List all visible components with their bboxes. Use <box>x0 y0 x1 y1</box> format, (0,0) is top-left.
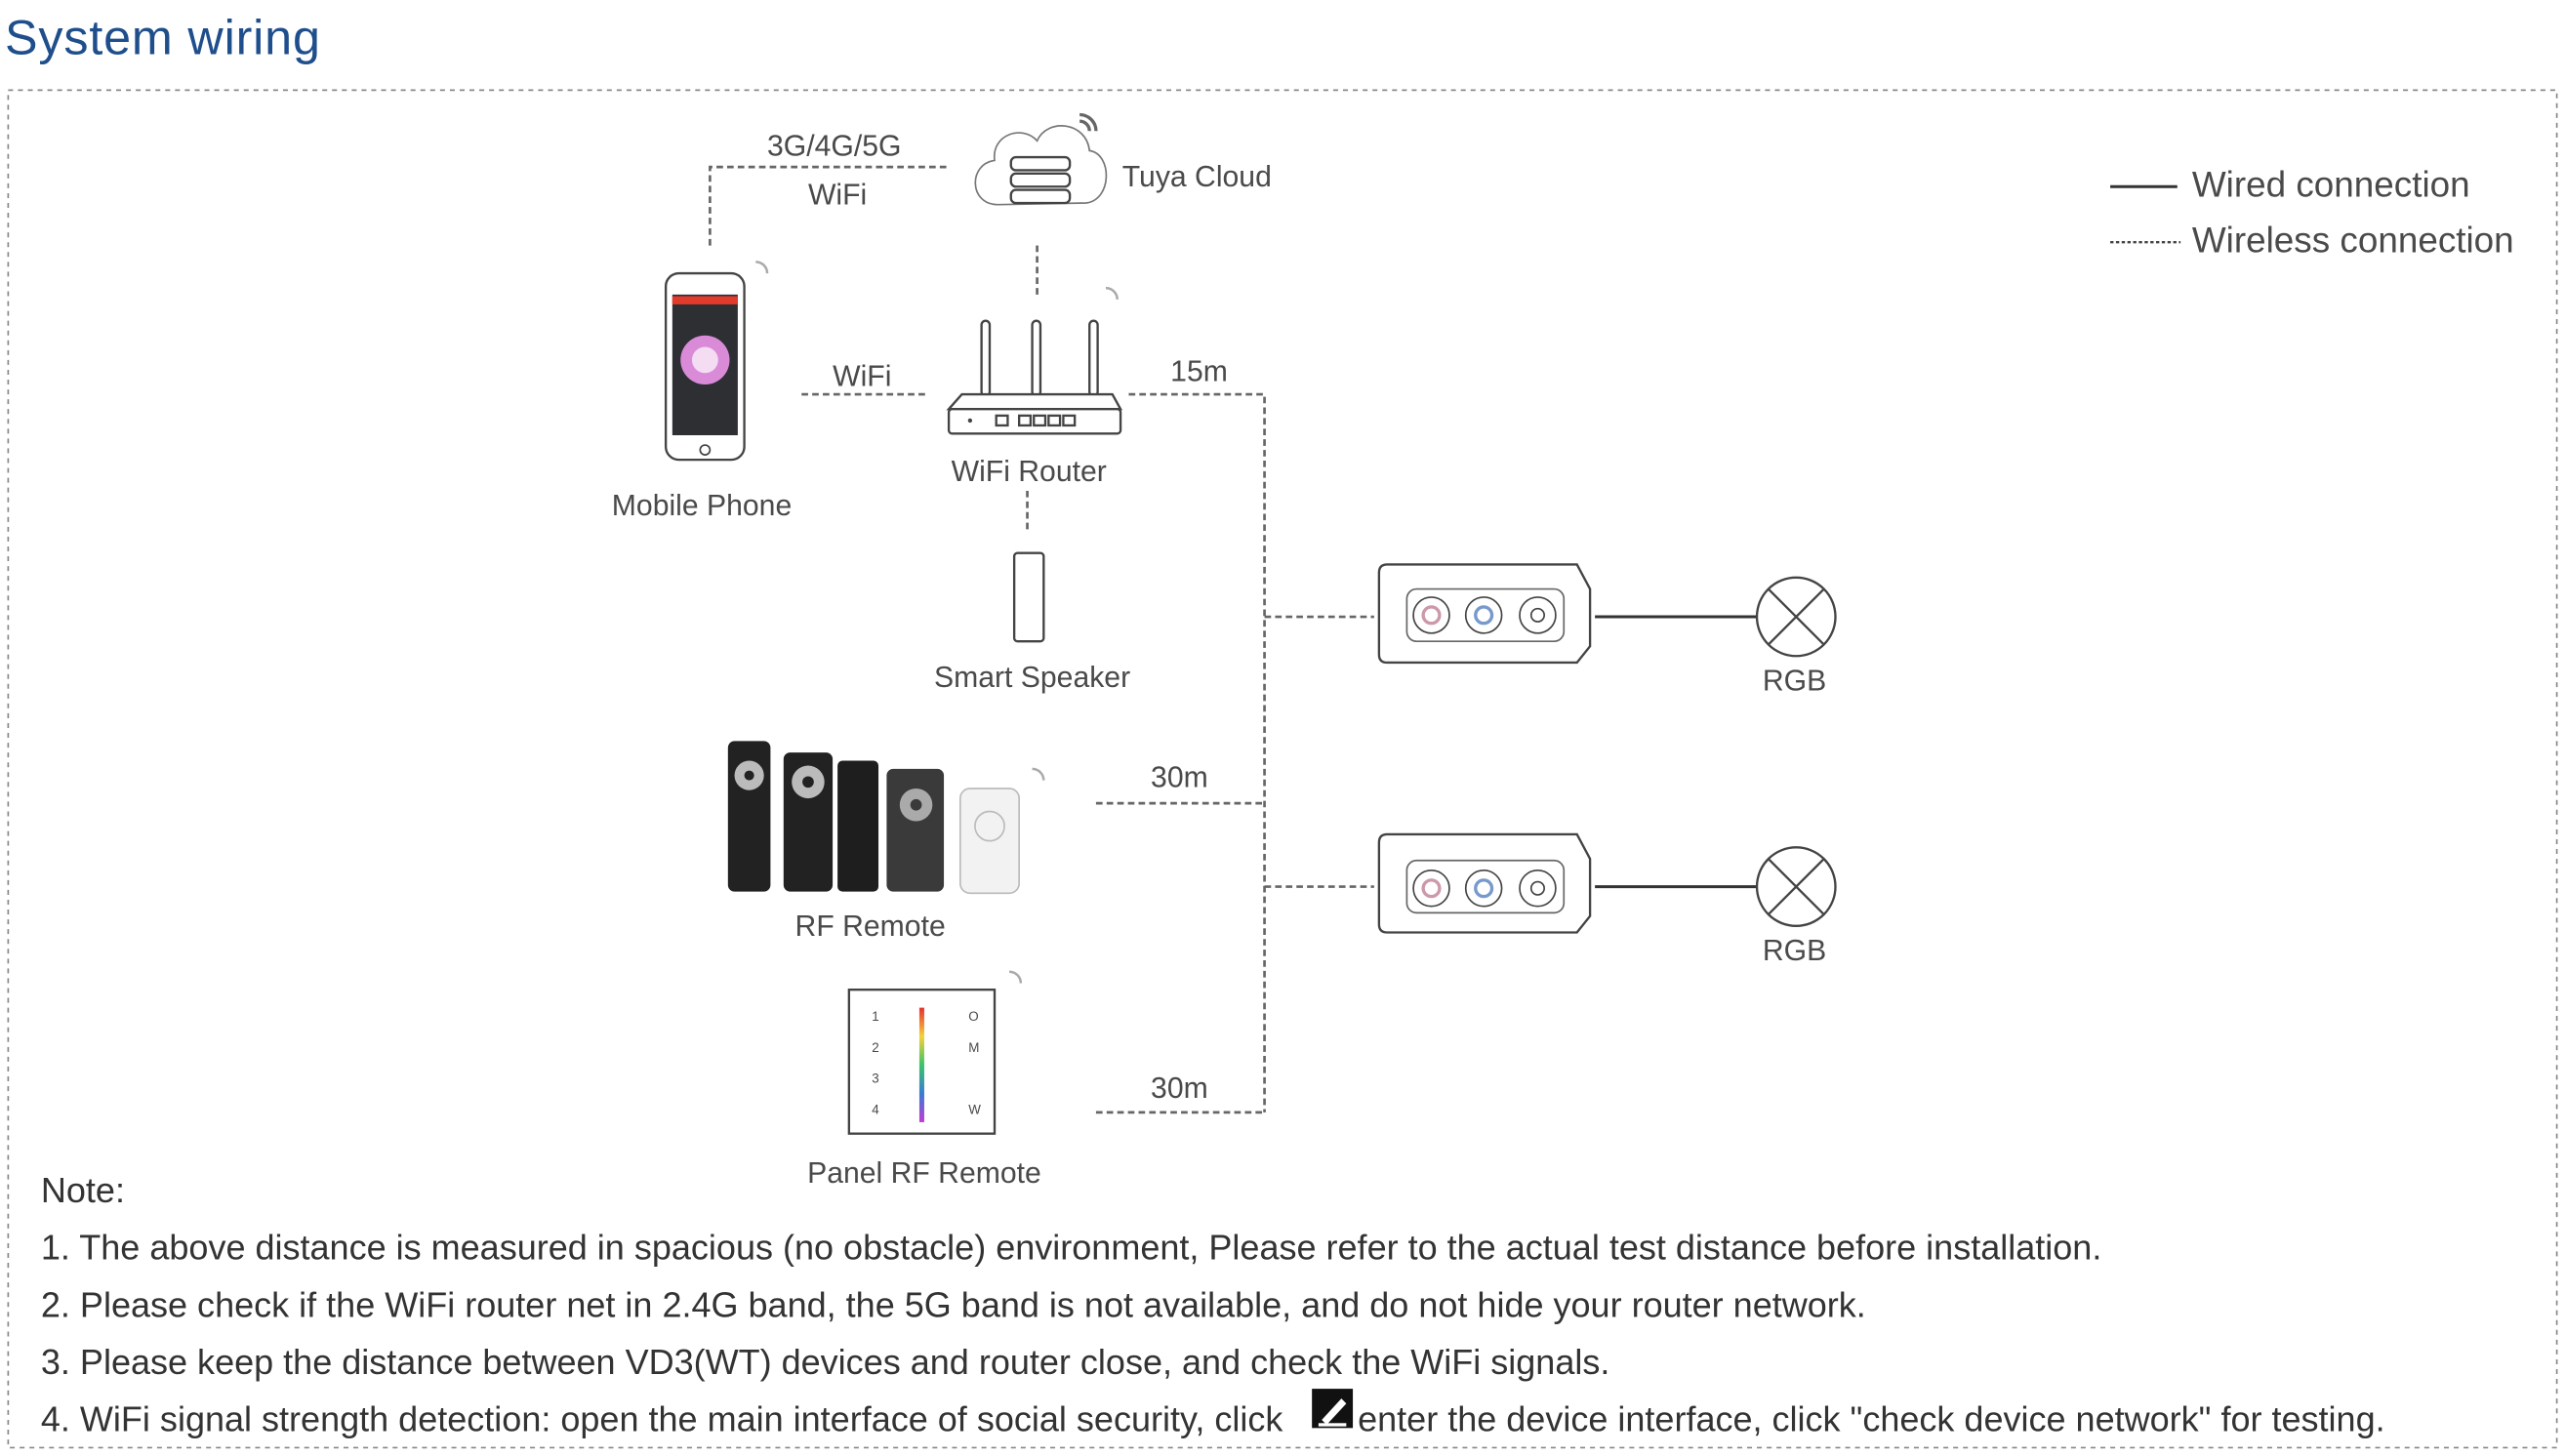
cloud-wifi-label: WiFi <box>808 180 867 212</box>
note-item-2: 2. Please check if the WiFi router net i… <box>41 1284 1866 1324</box>
panel-key-3: 3 <box>872 1072 878 1086</box>
notes-heading: Note: <box>41 1170 125 1210</box>
rf-distance-label: 30m <box>1151 761 1208 793</box>
signal-icon <box>1079 112 1098 132</box>
controller-2 <box>1377 832 1592 934</box>
edit-icon <box>1312 1389 1354 1429</box>
mobile-phone-label: Mobile Phone <box>612 490 792 522</box>
wifi-router-icon <box>946 286 1123 435</box>
phone-wifi-label: WiFi <box>833 361 891 393</box>
router-bus-link <box>1128 392 1266 1112</box>
rf-remote-icon <box>727 741 1045 895</box>
legend: Wired connection Wireless connection <box>2110 164 2514 260</box>
panel-key-white: W <box>968 1103 981 1117</box>
smart-speaker-icon <box>1012 551 1045 643</box>
note-item-4-before: 4. WiFi signal strength detection: open … <box>41 1399 1283 1439</box>
rf-remote-label: RF Remote <box>795 910 946 943</box>
signal-icon <box>1032 767 1045 781</box>
note-item-4-after: enter the device interface, click "check… <box>1358 1399 2385 1439</box>
cloud-icon <box>974 112 1108 206</box>
panel-key-1: 1 <box>872 1009 878 1024</box>
tuya-cloud-label: Tuya Cloud <box>1122 161 1272 193</box>
panel-key-2: 2 <box>872 1040 878 1055</box>
signal-icon <box>755 261 769 274</box>
panel-distance-label: 30m <box>1151 1072 1208 1105</box>
phone-cloud-link <box>709 165 950 246</box>
controller-1 <box>1377 563 1592 665</box>
rgb-lamp-icon-2 <box>1755 846 1837 927</box>
rgb-lamp-icon-1 <box>1755 576 1837 658</box>
signal-icon <box>1008 970 1023 984</box>
panel-rf-remote-icon: 1 2 3 4 O M W <box>847 970 1023 1135</box>
note-item-1: 1. The above distance is measured in spa… <box>41 1228 2101 1268</box>
connections <box>709 165 1759 1114</box>
router-distance-label: 15m <box>1170 356 1228 388</box>
cellular-label: 3G/4G/5G <box>767 130 901 162</box>
panel-key-4: 4 <box>872 1103 879 1117</box>
rgb-label-1: RGB <box>1763 665 1826 697</box>
notes: Note: 1. The above distance is measured … <box>41 1170 2385 1439</box>
smart-speaker-label: Smart Speaker <box>934 662 1130 694</box>
note-item-3: 3. Please keep the distance between VD3(… <box>41 1342 1610 1382</box>
wifi-router-label: WiFi Router <box>952 456 1107 488</box>
signal-icon <box>1105 286 1119 301</box>
legend-wired-label: Wired connection <box>2192 164 2470 204</box>
rgb-label-2: RGB <box>1763 935 1826 967</box>
panel-key-mode: M <box>968 1040 979 1055</box>
legend-wireless-label: Wireless connection <box>2192 220 2514 260</box>
panel-rf-remote-label: Panel RF Remote <box>807 1157 1041 1190</box>
mobile-phone-icon <box>664 261 769 462</box>
page-title: System wiring <box>5 9 321 64</box>
panel-key-power: O <box>968 1009 978 1024</box>
